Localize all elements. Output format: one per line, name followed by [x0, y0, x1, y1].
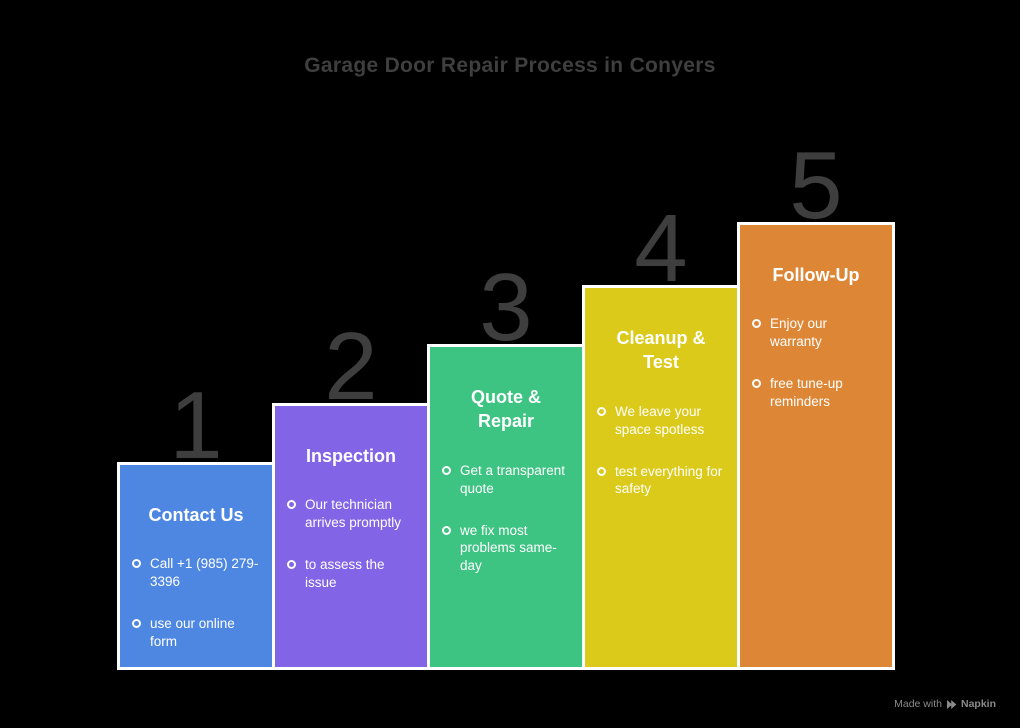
bullet-text: free tune-up reminders	[770, 376, 843, 410]
step-title: Contact Us	[148, 505, 244, 525]
step-column: 4 Cleanup & Test We leave your space spo…	[582, 201, 740, 670]
step-card: Cleanup & Test We leave your space spotl…	[582, 285, 740, 670]
step-card: Inspection Our technician arrives prompt…	[272, 403, 430, 670]
bullet-circle-icon	[442, 525, 451, 535]
bullet-text: Our technician arrives promptly	[305, 497, 402, 531]
step-number: 5	[789, 132, 843, 239]
made-with-napkin-credit[interactable]: Made with Napkin	[894, 698, 996, 710]
bullet-item: we fix most problems same-day	[440, 522, 572, 576]
bullet-text: test everything for safety	[615, 463, 723, 497]
credit-brand: Napkin	[960, 698, 996, 710]
step-title: Quote & Repair	[471, 387, 541, 432]
bullet-circle-icon	[132, 559, 141, 569]
bullet-item: Enjoy our warranty	[750, 315, 882, 351]
bullet-item: to assess the issue	[285, 556, 417, 592]
credit-text: Made with	[894, 698, 942, 710]
bullet-item: Call +1 (985) 279-3396	[130, 555, 262, 591]
bullet-text: Enjoy our warranty	[770, 316, 828, 350]
step-number: 3	[479, 254, 533, 361]
bullet-circle-icon	[132, 619, 141, 629]
bullet-item: use our online form	[130, 615, 262, 651]
bullet-text: we fix most problems same-day	[460, 522, 557, 574]
bullet-circle-icon	[597, 406, 606, 416]
step-card: Contact Us Call +1 (985) 279-3396 use our…	[117, 462, 275, 670]
step-number: 1	[169, 372, 223, 479]
step-title: Inspection	[305, 446, 396, 466]
step-title: Cleanup & Test	[616, 328, 706, 373]
bullet-item: free tune-up reminders	[750, 375, 882, 411]
step-bullet-list: Enjoy our warranty free tune-up reminders	[750, 315, 882, 411]
bullet-text: We leave your space spotless	[615, 403, 705, 437]
step-title: Follow-Up	[772, 265, 860, 285]
step-bullet-list: Get a transparent quote we fix most probl…	[440, 462, 572, 576]
step-number: 4	[634, 195, 688, 302]
bullet-item: Get a transparent quote	[440, 462, 572, 498]
bullet-circle-icon	[287, 500, 296, 510]
bullet-text: Get a transparent quote	[460, 462, 566, 496]
bullet-text: use our online form	[150, 616, 235, 650]
step-bullet-list: Our technician arrives promptly to assess…	[285, 496, 417, 592]
step-number: 2	[324, 313, 378, 420]
diagram-title: Garage Door Repair Process in Conyers	[304, 54, 716, 77]
bullet-circle-icon	[752, 319, 761, 329]
bullet-item: Our technician arrives promptly	[285, 496, 417, 532]
step-bullet-list: We leave your space spotless test everyth…	[595, 403, 727, 499]
bullet-text: to assess the issue	[305, 557, 385, 591]
step-column: 3 Quote & Repair Get a transparent quote…	[427, 260, 585, 670]
bullet-circle-icon	[442, 465, 451, 475]
step-column: 2 Inspection Our technician arrives prom…	[272, 319, 430, 670]
step-card: Follow-Up Enjoy our warranty free tune-up…	[737, 222, 895, 670]
process-stairs: 1 Contact Us Call +1 (985) 279-3396 use o…	[117, 138, 895, 670]
bullet-circle-icon	[287, 560, 296, 570]
bullet-item: test everything for safety	[595, 463, 727, 499]
bullet-item: We leave your space spotless	[595, 403, 727, 439]
step-card: Quote & Repair Get a transparent quote we…	[427, 344, 585, 670]
step-bullet-list: Call +1 (985) 279-3396 use our online for…	[130, 555, 262, 651]
bullet-circle-icon	[597, 466, 606, 476]
napkin-logo-icon	[946, 699, 957, 709]
bullet-circle-icon	[752, 379, 761, 389]
bullet-text: Call +1 (985) 279-3396	[150, 556, 259, 590]
